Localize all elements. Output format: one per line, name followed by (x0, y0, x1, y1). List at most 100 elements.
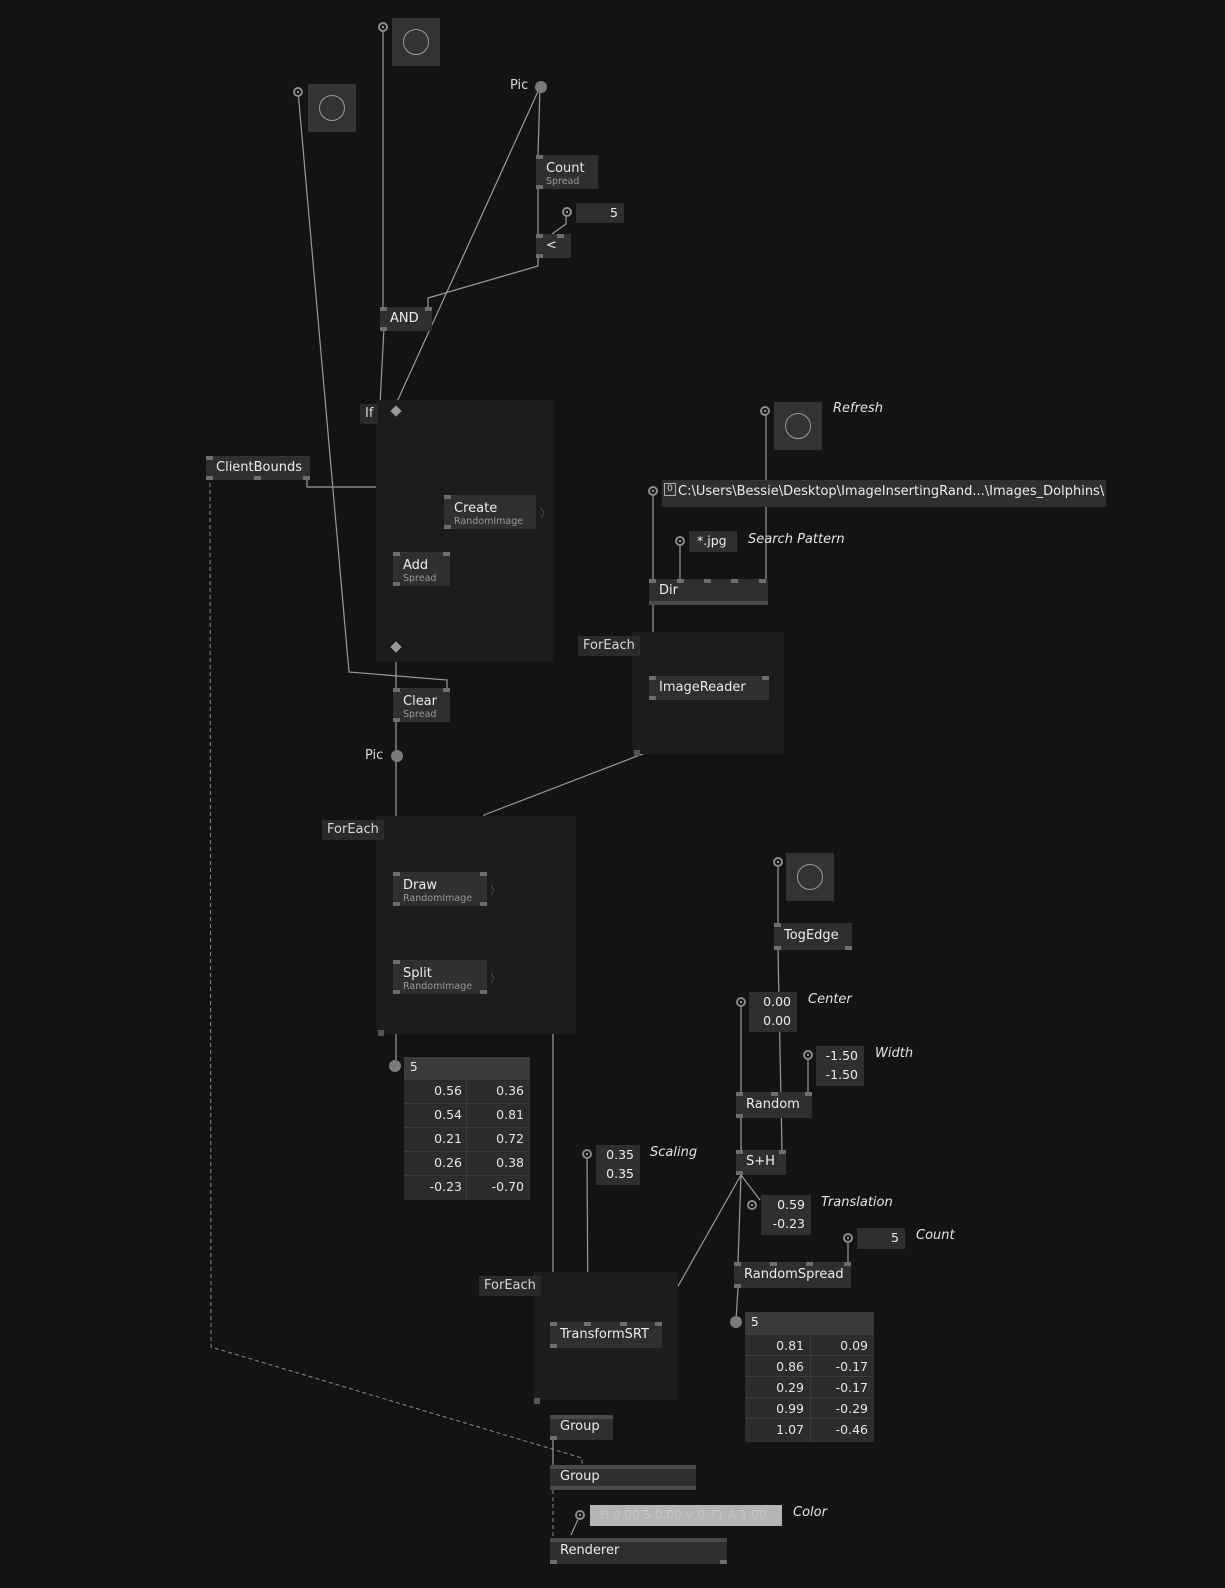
spread-table-2-dot[interactable] (730, 1316, 742, 1328)
scaling-input[interactable]: 0.35 0.35 (596, 1145, 640, 1185)
clear-spread-node[interactable]: Clear Spread (393, 688, 450, 722)
translation-label: Translation (821, 1195, 893, 1210)
node-title: Create (454, 501, 498, 516)
spread-count: 5 (410, 1060, 418, 1074)
node-subtitle: RandomImage (454, 516, 524, 527)
table-row: 1.07-0.46 (745, 1418, 874, 1440)
compare-value-handle[interactable] (562, 207, 572, 217)
center-handle[interactable] (736, 997, 746, 1007)
count-label: Count (916, 1228, 955, 1243)
add-spread-node[interactable]: Add Spread (393, 552, 450, 586)
value-text: *.jpg (697, 533, 727, 548)
pic-top-dot[interactable] (535, 81, 547, 93)
client-bounds-node[interactable]: ClientBounds (206, 456, 310, 480)
wire-imagereader-to-draw (483, 749, 654, 825)
node-title: Group (560, 1469, 600, 1484)
bang-button-left[interactable] (308, 84, 356, 132)
refresh-label: Refresh (833, 401, 883, 416)
node-title: ClientBounds (216, 460, 303, 475)
wire-and-to-if (379, 327, 385, 405)
bang-top-handle[interactable] (378, 22, 388, 32)
color-label: Color (793, 1505, 827, 1520)
node-subtitle: Spread (546, 176, 580, 187)
bang-right-handle[interactable] (773, 857, 783, 867)
image-reader-node[interactable]: ImageReader (649, 676, 769, 700)
refresh-handle[interactable] (760, 406, 770, 416)
node-title: Split (403, 966, 432, 981)
bang-button-right[interactable] (786, 853, 834, 901)
wire-pic-to-if (395, 86, 541, 405)
node-title: ImageReader (659, 680, 746, 695)
group-node-2[interactable]: Group (550, 1465, 696, 1490)
width-handle[interactable] (803, 1050, 813, 1060)
refresh-bang-button[interactable] (774, 402, 822, 450)
random-spread-node[interactable]: RandomSpread (734, 1262, 851, 1288)
table-row: 0.86-0.17 (745, 1355, 874, 1377)
node-title: TransformSRT (560, 1327, 649, 1342)
node-title: Count (546, 161, 585, 176)
node-title: AND (390, 311, 419, 326)
node-title: Clear (403, 694, 437, 709)
compare-value-input[interactable]: 5 (576, 203, 624, 223)
chevron-right-icon: 〉 (490, 884, 501, 897)
less-than-node[interactable]: < (536, 234, 571, 258)
wire-sh-to-random-spread (737, 1174, 742, 1263)
search-pattern-handle[interactable] (675, 536, 685, 546)
table-row: 0.29-0.17 (745, 1376, 874, 1398)
node-title: RandomSpread (744, 1267, 844, 1282)
translation-handle[interactable] (747, 1200, 757, 1210)
transform-srt-node[interactable]: TransformSRT (550, 1322, 662, 1348)
scaling-handle[interactable] (582, 1149, 592, 1159)
center-input[interactable]: 0.00 0.00 (749, 992, 797, 1032)
if-region-label: If (360, 404, 379, 424)
bang-button-top[interactable] (392, 18, 440, 66)
tog-edge-node[interactable]: TogEdge (774, 923, 852, 950)
draw-random-image-node[interactable]: Draw RandomImage 〉 (393, 872, 501, 906)
foreach-transform-label: ForEach (479, 1276, 541, 1296)
path-checkbox[interactable]: 0 (664, 483, 676, 496)
sample-hold-node[interactable]: S+H (736, 1150, 786, 1175)
renderer-node[interactable]: Renderer (550, 1538, 727, 1564)
value-text: 5 (610, 205, 618, 220)
width-label: Width (875, 1046, 914, 1061)
path-handle[interactable] (648, 486, 658, 496)
if-region (376, 400, 554, 662)
color-handle[interactable] (575, 1510, 585, 1520)
circle-icon (797, 864, 823, 890)
bang-left-handle[interactable] (293, 87, 303, 97)
table-row: 0.99-0.29 (745, 1397, 874, 1419)
count-input[interactable]: 5 (857, 1228, 905, 1249)
split-random-image-node[interactable]: Split RandomImage 〉 (393, 960, 501, 994)
directory-path-input[interactable]: 0 C:\Users\Bessie\Desktop\ImageInserting… (662, 480, 1106, 507)
scaling-label: Scaling (650, 1145, 698, 1160)
node-title: Draw (403, 878, 437, 893)
node-subtitle: Spread (403, 573, 437, 584)
region-pin (634, 750, 640, 756)
circle-icon (785, 413, 811, 439)
count-spread-node[interactable]: Count Spread (536, 155, 598, 189)
pic-mid-dot[interactable] (391, 750, 403, 762)
node-title: Add (403, 558, 429, 573)
create-random-image-node[interactable]: Create RandomImage 〉 (444, 495, 551, 529)
group-node-1[interactable]: Group (550, 1415, 613, 1440)
region-pin (378, 1030, 384, 1036)
random-node[interactable]: Random (736, 1092, 812, 1118)
search-pattern-input[interactable]: *.jpg (689, 531, 737, 552)
color-input[interactable]: H 0.00 S 0.00 V 0.71 A 1.00 (590, 1505, 782, 1526)
node-title: TogEdge (784, 928, 839, 943)
node-title: Dir (659, 583, 678, 598)
value-text: 0.00 (763, 994, 791, 1009)
dir-node[interactable]: Dir (649, 579, 768, 605)
translation-input[interactable]: 0.59 -0.23 (761, 1195, 811, 1235)
and-node[interactable]: AND (380, 307, 432, 331)
spread-table-1-dot[interactable] (389, 1060, 401, 1072)
node-title: < (546, 238, 557, 253)
value-text: 0.35 (606, 1147, 634, 1162)
count-handle[interactable] (843, 1233, 853, 1243)
chevron-right-icon: 〉 (540, 507, 551, 520)
width-input[interactable]: -1.50 -1.50 (816, 1046, 864, 1086)
